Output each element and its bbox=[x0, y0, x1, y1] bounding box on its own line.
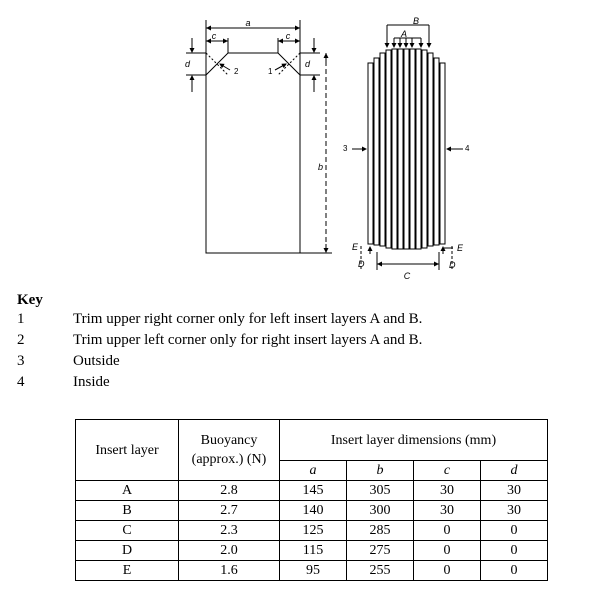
dim-c-left-label: c bbox=[212, 31, 217, 41]
cell-c: 0 bbox=[413, 560, 481, 581]
key-number: 2 bbox=[17, 332, 25, 348]
cell-buoyancy: 2.3 bbox=[178, 520, 280, 541]
cell-c: 0 bbox=[413, 520, 481, 541]
cell-layer: C bbox=[75, 520, 179, 541]
cell-d: 30 bbox=[480, 480, 548, 501]
callout-4: 4 bbox=[465, 144, 470, 153]
key-heading: Key bbox=[17, 292, 43, 308]
key-number: 3 bbox=[17, 353, 25, 369]
cell-a: 125 bbox=[279, 520, 347, 541]
cell-layer: B bbox=[75, 500, 179, 521]
table-row: B 2.7 140 300 30 30 bbox=[75, 500, 548, 521]
header-dimensions: Insert layer dimensions (mm) bbox=[279, 419, 548, 461]
cell-buoyancy: 2.0 bbox=[178, 540, 280, 561]
right-panel-drawing bbox=[367, 48, 446, 250]
header-buoyancy: Buoyancy (approx.) (N) bbox=[178, 419, 280, 481]
cell-c: 0 bbox=[413, 540, 481, 561]
key-text: Outside bbox=[73, 353, 120, 369]
callout-3: 3 bbox=[343, 144, 348, 153]
dim-b-label: b bbox=[318, 162, 323, 172]
cell-d: 30 bbox=[480, 500, 548, 521]
cell-buoyancy: 2.7 bbox=[178, 500, 280, 521]
cell-a: 95 bbox=[279, 560, 347, 581]
header-col-b: b bbox=[346, 460, 414, 481]
header-col-c: c bbox=[413, 460, 481, 481]
dim-a-label: a bbox=[245, 18, 250, 28]
insert-layer-table: Insert layer Buoyancy (approx.) (N) Inse… bbox=[75, 419, 548, 581]
cell-buoyancy: 1.6 bbox=[178, 560, 280, 581]
label-E-left: E bbox=[352, 242, 359, 252]
cell-buoyancy: 2.8 bbox=[178, 480, 280, 501]
callout-2: 2 bbox=[234, 67, 239, 76]
dim-c-right-label: c bbox=[286, 31, 291, 41]
cell-c: 30 bbox=[413, 480, 481, 501]
label-D-left: D bbox=[358, 259, 365, 269]
label-D-right: D bbox=[449, 260, 456, 270]
table-row: A 2.8 145 305 30 30 bbox=[75, 480, 548, 501]
label-B: B bbox=[413, 16, 419, 26]
cell-b: 255 bbox=[346, 560, 414, 581]
key-item: 2 Trim upper left corner only for right … bbox=[17, 330, 587, 351]
cell-a: 115 bbox=[279, 540, 347, 561]
key-section: Key 1 Trim upper right corner only for l… bbox=[17, 291, 587, 393]
cell-b: 285 bbox=[346, 520, 414, 541]
cell-b: 300 bbox=[346, 500, 414, 521]
table-row: C 2.3 125 285 0 0 bbox=[75, 520, 548, 541]
insert-layer-table-wrapper: Insert layer Buoyancy (approx.) (N) Inse… bbox=[75, 419, 548, 581]
cell-a: 140 bbox=[279, 500, 347, 521]
cell-d: 0 bbox=[480, 560, 548, 581]
key-text: Trim upper right corner only for left in… bbox=[73, 311, 423, 327]
table-row: D 2.0 115 275 0 0 bbox=[75, 540, 548, 561]
dim-d-left-label: d bbox=[185, 59, 191, 69]
header-insert-layer: Insert layer bbox=[75, 419, 179, 481]
cell-layer: D bbox=[75, 540, 179, 561]
key-item: 4 Inside bbox=[17, 372, 587, 393]
key-number: 4 bbox=[17, 374, 25, 390]
label-C: C bbox=[404, 271, 411, 281]
cell-d: 0 bbox=[480, 520, 548, 541]
key-number: 1 bbox=[17, 311, 25, 327]
right-panel-dimensions bbox=[352, 24, 463, 270]
key-item: 3 Outside bbox=[17, 351, 587, 372]
cell-layer: E bbox=[75, 560, 179, 581]
dim-d-right-label: d bbox=[305, 59, 311, 69]
cell-a: 145 bbox=[279, 480, 347, 501]
left-panel-drawing bbox=[186, 20, 332, 254]
callout-1: 1 bbox=[268, 67, 273, 76]
header-col-d: d bbox=[480, 460, 548, 481]
cell-d: 0 bbox=[480, 540, 548, 561]
label-E-right: E bbox=[457, 243, 464, 253]
label-A: A bbox=[400, 29, 407, 39]
key-item: 1 Trim upper right corner only for left … bbox=[17, 309, 587, 330]
cell-b: 305 bbox=[346, 480, 414, 501]
cell-layer: A bbox=[75, 480, 179, 501]
insert-layer-diagram: a c c d d b 2 1 bbox=[185, 16, 470, 281]
header-col-a: a bbox=[279, 460, 347, 481]
key-text: Trim upper left corner only for right in… bbox=[73, 332, 423, 348]
table-row: E 1.6 95 255 0 0 bbox=[75, 560, 548, 581]
key-text: Inside bbox=[73, 374, 110, 390]
cell-b: 275 bbox=[346, 540, 414, 561]
cell-c: 30 bbox=[413, 500, 481, 521]
